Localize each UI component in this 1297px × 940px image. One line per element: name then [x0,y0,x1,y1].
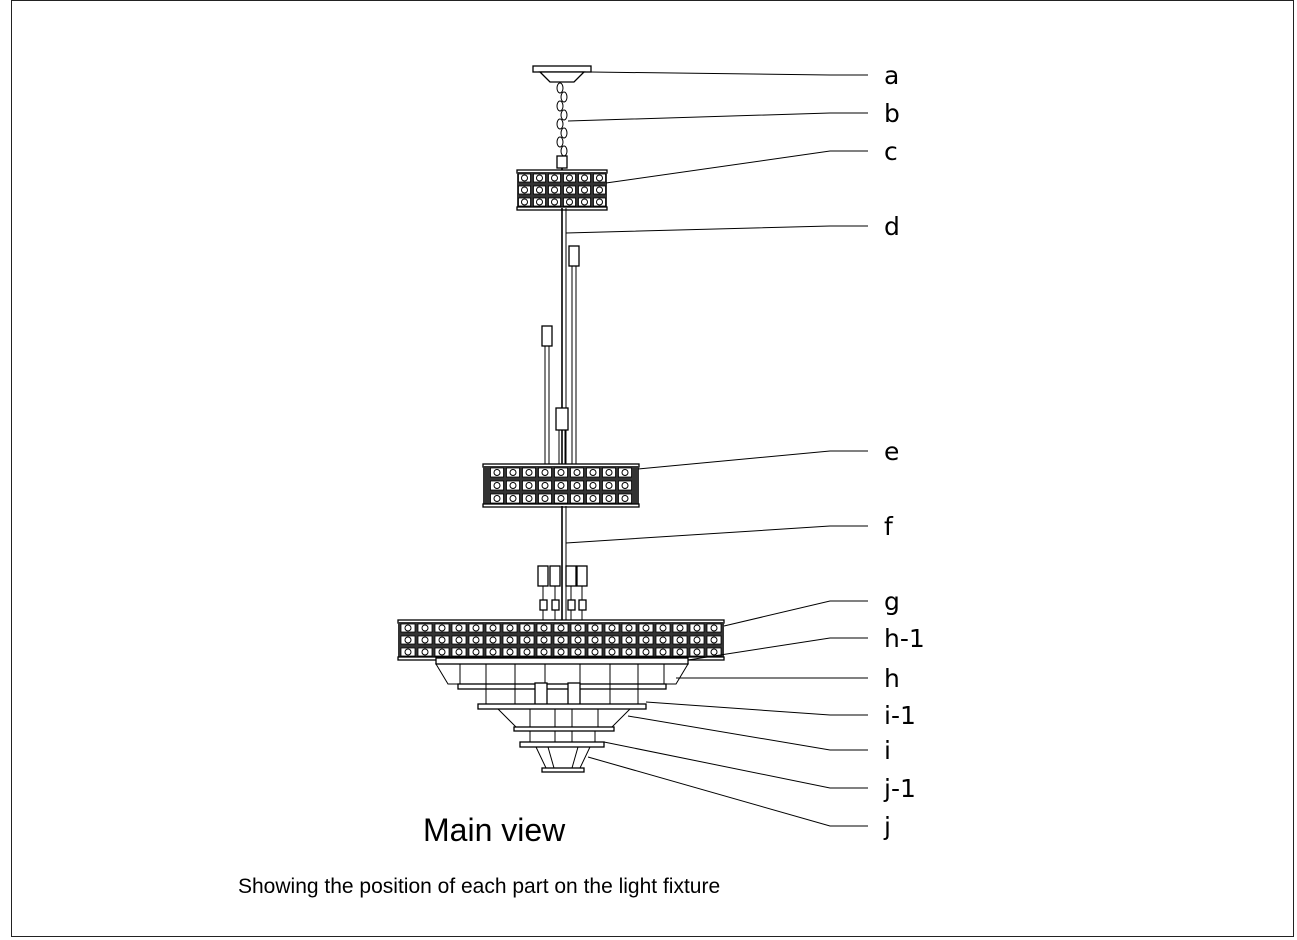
label-i-1: i-1 [884,701,916,730]
leader-lines [565,71,868,827]
chain [556,82,568,157]
label-e: e [884,437,899,466]
diagram-frame [11,0,1294,937]
label-h: h [884,664,900,693]
label-j-1: j-1 [883,774,916,803]
large-ring [397,619,725,661]
diagram-title: Main view [423,812,566,848]
middle-ring [482,463,640,508]
canopy [532,65,592,83]
label-b: b [884,99,900,128]
label-g: g [884,587,900,616]
label-a: a [884,61,899,90]
part-labels: a b c d e f g h-1 h i-1 i j-1 j [883,61,925,841]
label-i: i [884,736,891,765]
upper-ring [516,169,608,211]
diagram-caption: Showing the position of each part on the… [238,875,720,898]
lower-rod [537,506,588,620]
lower-tiers [435,657,689,773]
label-h-1: h-1 [884,624,925,653]
label-j: j [883,812,891,841]
label-d: d [884,212,900,241]
central-rod [541,155,580,466]
label-f: f [884,512,894,541]
label-c: c [884,137,898,166]
